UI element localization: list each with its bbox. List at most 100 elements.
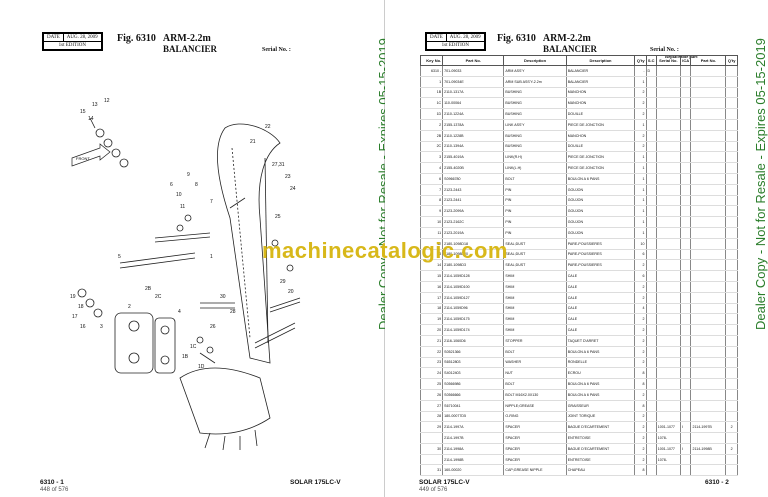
cell-s: [645, 259, 657, 272]
cell-fr: BOULON A 6 PANS: [565, 173, 636, 185]
callout-4: 4: [178, 309, 181, 315]
date-value-right: AUG. 28, 2009: [445, 33, 485, 42]
cell-key: 2C: [419, 141, 444, 153]
cell-i: [680, 259, 692, 272]
cell-q: 2: [634, 357, 647, 369]
callout-16: 16: [80, 324, 86, 330]
cell-rp: [690, 227, 727, 239]
cell-fr: GRAISSEUR: [565, 400, 636, 412]
cell-i: [680, 270, 692, 282]
cell-s: [645, 454, 657, 466]
cell-key: 17: [419, 292, 444, 304]
figure-number-right: Fig. 6310: [497, 33, 536, 44]
cell-i: [680, 303, 692, 315]
cell-i: [680, 292, 692, 304]
callout-9: 9: [187, 172, 190, 178]
right-page-number: 6310 - 2: [705, 479, 729, 486]
cell-i: [680, 238, 692, 250]
col-repl-qty: Q'ty: [725, 55, 738, 66]
cell-desc: SEAL;DUST: [503, 238, 567, 250]
cell-rp: [690, 367, 727, 380]
cell-fr: GOUJON: [565, 216, 636, 228]
cell-q: 1: [634, 184, 647, 196]
cell-rp: [690, 141, 727, 153]
cell-i: [680, 346, 692, 358]
cell-rp: [690, 357, 727, 369]
cell-s: [645, 141, 657, 153]
col-repl-part: Part No.: [690, 55, 727, 66]
cell-sn: [655, 205, 682, 218]
cell-desc: PIN: [503, 227, 567, 239]
cell-rp: 2114-1997B: [690, 421, 727, 434]
cell-s: [645, 249, 657, 261]
cell-desc: SPACER: [503, 443, 567, 455]
cell-rq: [725, 389, 738, 401]
cell-key: 4: [419, 162, 444, 174]
cell-fr: CALE: [565, 292, 636, 304]
cell-desc: SHIM: [503, 281, 567, 293]
cell-s: [645, 464, 657, 477]
callout-17: 17: [72, 314, 78, 320]
cell-q: 2: [634, 421, 647, 434]
cell-fr: CALE: [565, 281, 636, 293]
cell-part: 2110-1228B: [442, 130, 505, 142]
cell-q: 2: [634, 97, 647, 110]
callout-10: 10: [176, 192, 182, 198]
cell-rp: [690, 151, 727, 164]
cell-key: [419, 454, 444, 466]
cell-i: [680, 389, 692, 401]
cell-sn: [655, 130, 682, 142]
cell-sn: [655, 162, 682, 174]
cell-i: [680, 119, 692, 131]
front-arrow: FRONT: [71, 143, 111, 167]
cell-sn: [655, 378, 682, 390]
cell-sn: [655, 346, 682, 358]
cell-sn: [655, 367, 682, 380]
cell-rp: [690, 335, 727, 347]
cell-q: 6: [634, 249, 647, 261]
cell-q: 2: [634, 87, 647, 99]
cell-fr: PARE-POUSSIERES: [565, 259, 636, 272]
cell-desc: SHIM: [503, 303, 567, 315]
cell-part: 110-00064: [442, 97, 505, 110]
cell-fr: PARE-POUSSIERES: [565, 238, 636, 250]
cell-s: [645, 130, 657, 142]
cell-key: 23: [419, 357, 444, 369]
cell-part: 2155-4019A: [442, 151, 505, 164]
cell-rq: [725, 65, 738, 77]
cell-fr: MANCHON: [565, 97, 636, 110]
date-label: DATE: [43, 33, 64, 42]
title-fr: BALANCIER: [163, 44, 218, 54]
edition-label-right: 1st EDITION: [426, 41, 485, 50]
cell-rq: [725, 400, 738, 412]
cell-s: [645, 389, 657, 401]
callout-28: 28: [230, 309, 236, 315]
serial-label-right: Serial No. :: [650, 47, 679, 53]
cell-rp: [690, 249, 727, 261]
cell-part: S4012403: [442, 367, 505, 380]
site-watermark: machinecatalogic.com: [262, 238, 508, 263]
cell-sn: [655, 238, 682, 250]
cell-s: [645, 184, 657, 196]
cell-s: [645, 411, 657, 423]
cell-q: 2: [634, 130, 647, 142]
cell-fr: ENTRETOISE: [565, 454, 636, 466]
serial-label: Serial No. :: [262, 47, 291, 53]
col-desc: Description: [503, 55, 567, 66]
cell-q: 4: [634, 303, 647, 315]
cell-q: 1: [634, 227, 647, 239]
cell-desc: ARM ASS'Y: [503, 65, 567, 77]
cell-s: [645, 270, 657, 282]
cell-s: [645, 281, 657, 293]
col-sc: S.C: [645, 55, 657, 66]
cell-i: [680, 141, 692, 153]
